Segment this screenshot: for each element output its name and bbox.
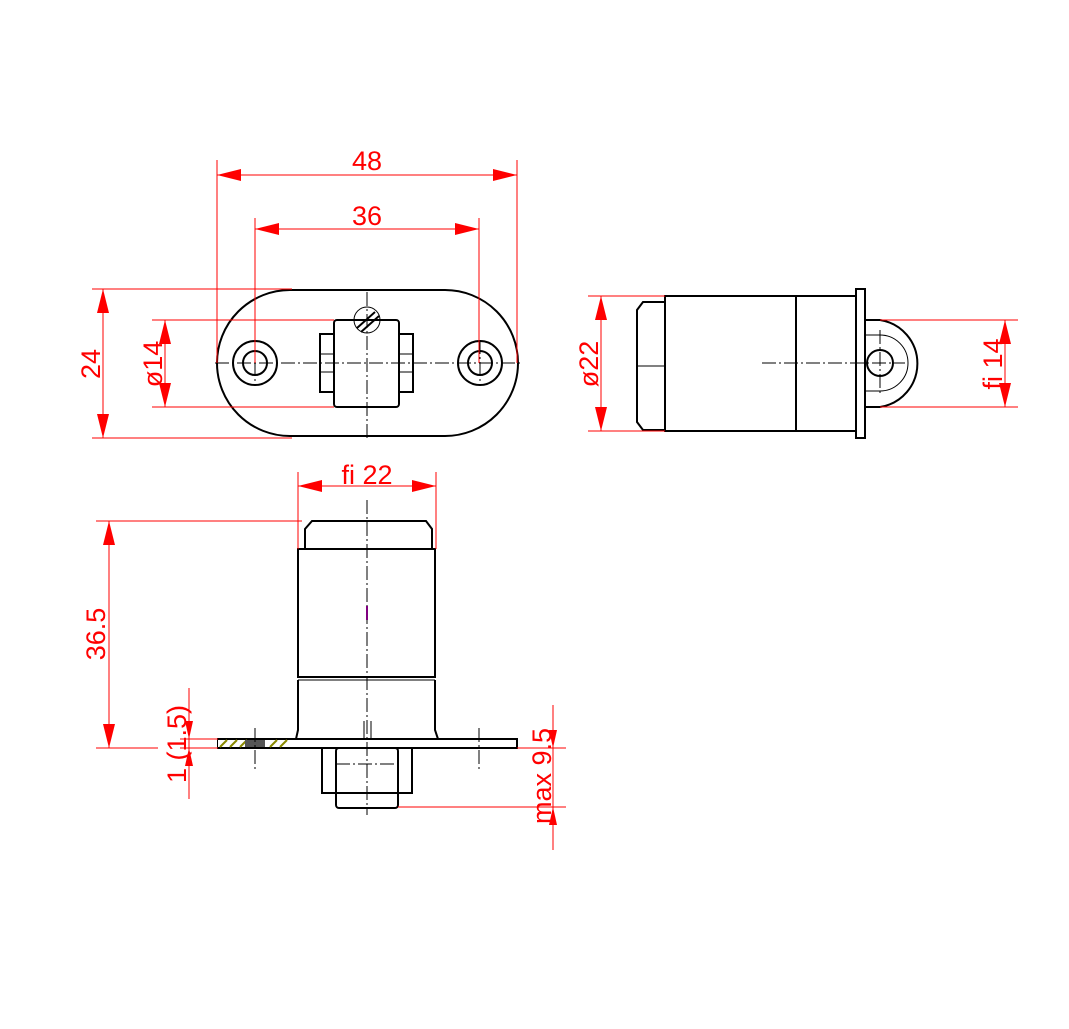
dimension-plate-thickness-label: 1 (1.5)	[162, 705, 192, 783]
dimension-fi14: fi 14	[880, 319, 1018, 408]
dimension-dia14-label: ø14	[138, 341, 168, 388]
front-view	[217, 500, 518, 815]
dimension-36: 36	[254, 201, 480, 363]
dimension-48: 48	[216, 146, 518, 363]
dimension-fi22-front-label: fi 22	[341, 460, 392, 490]
top-view	[215, 289, 520, 440]
dimension-dia14: ø14	[138, 319, 334, 408]
dimension-max-9-5: max 9.5	[398, 705, 566, 850]
dimension-48-label: 48	[352, 146, 382, 176]
dimension-dia22-side-label: ø22	[574, 341, 604, 388]
dimension-24: 24	[76, 288, 292, 439]
dimension-fi14-label: fi 14	[978, 338, 1008, 389]
side-view	[636, 288, 919, 439]
dimension-24-label: 24	[76, 349, 106, 379]
dimension-fi22-front: fi 22	[297, 460, 437, 549]
dimension-max-9-5-label: max 9.5	[527, 728, 557, 824]
dimension-plate-thickness: 1 (1.5)	[162, 688, 218, 799]
dimension-36-5: 36.5	[81, 520, 302, 749]
dimension-36-5-label: 36.5	[81, 608, 111, 661]
dimension-dia22-side: ø22	[574, 295, 665, 432]
dimension-36-label: 36	[352, 201, 382, 231]
